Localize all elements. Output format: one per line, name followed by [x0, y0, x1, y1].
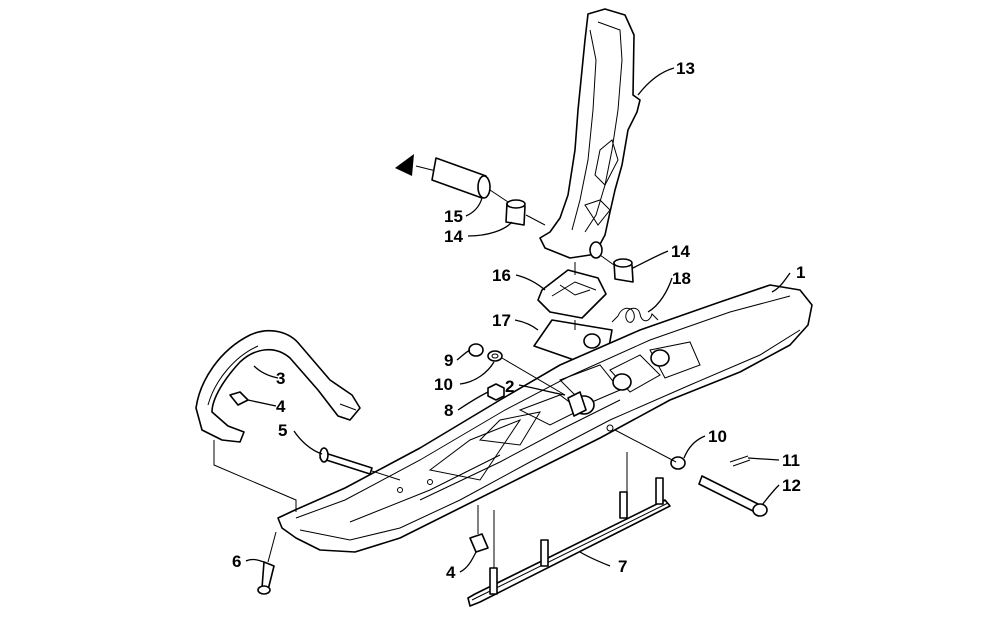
callout-16: 16: [492, 266, 511, 285]
callout-7: 7: [618, 557, 627, 576]
callout-11: 11: [782, 451, 800, 470]
callout-3: 3: [276, 369, 285, 388]
callout-8: 8: [444, 401, 453, 420]
callout-4-handle: 4: [276, 397, 286, 416]
callout-labels: 1 2 3 4 4 5 6 7 8 9 10 10 11 12 13 14 14…: [232, 59, 805, 582]
lock-nut-8: [487, 383, 505, 401]
damper-block: [537, 269, 607, 319]
callout-1: 1: [796, 263, 805, 282]
callout-6: 6: [232, 552, 241, 571]
callout-5: 5: [278, 421, 287, 440]
bushing-right: [613, 258, 634, 283]
callout-14-left: 14: [444, 227, 463, 246]
ski-handle: [195, 329, 361, 443]
washer-10-right: [670, 456, 686, 470]
handle-nut: [229, 391, 249, 406]
cotter-pin: [729, 455, 751, 467]
wear-bar: [467, 477, 671, 607]
washer-10: [487, 350, 503, 362]
callout-17: 17: [492, 311, 511, 330]
callout-9: 9: [444, 351, 453, 370]
callout-4-rear: 4: [446, 563, 456, 582]
tip-screw: [257, 561, 275, 595]
bushing-left: [505, 199, 526, 226]
callout-13: 13: [676, 59, 695, 78]
callout-10-right: 10: [708, 427, 727, 446]
spindle: [539, 8, 641, 259]
callout-18: 18: [672, 269, 691, 288]
callout-12: 12: [782, 476, 801, 495]
bushing-2: [567, 391, 587, 417]
callout-10-left: 10: [434, 375, 453, 394]
spindle-bolt: [698, 475, 768, 517]
pivot-pin: [431, 157, 491, 199]
rear-nut: [469, 533, 489, 553]
callout-15: 15: [444, 207, 463, 226]
callout-2: 2: [505, 377, 514, 396]
handle-bolt: [319, 447, 373, 475]
ski: [277, 284, 813, 553]
nut-9: [468, 343, 484, 357]
torsion-spring: [611, 307, 659, 323]
front-arrow-icon: [395, 154, 414, 176]
callout-14-right: 14: [671, 242, 690, 261]
leader-lines: [245, 67, 791, 573]
